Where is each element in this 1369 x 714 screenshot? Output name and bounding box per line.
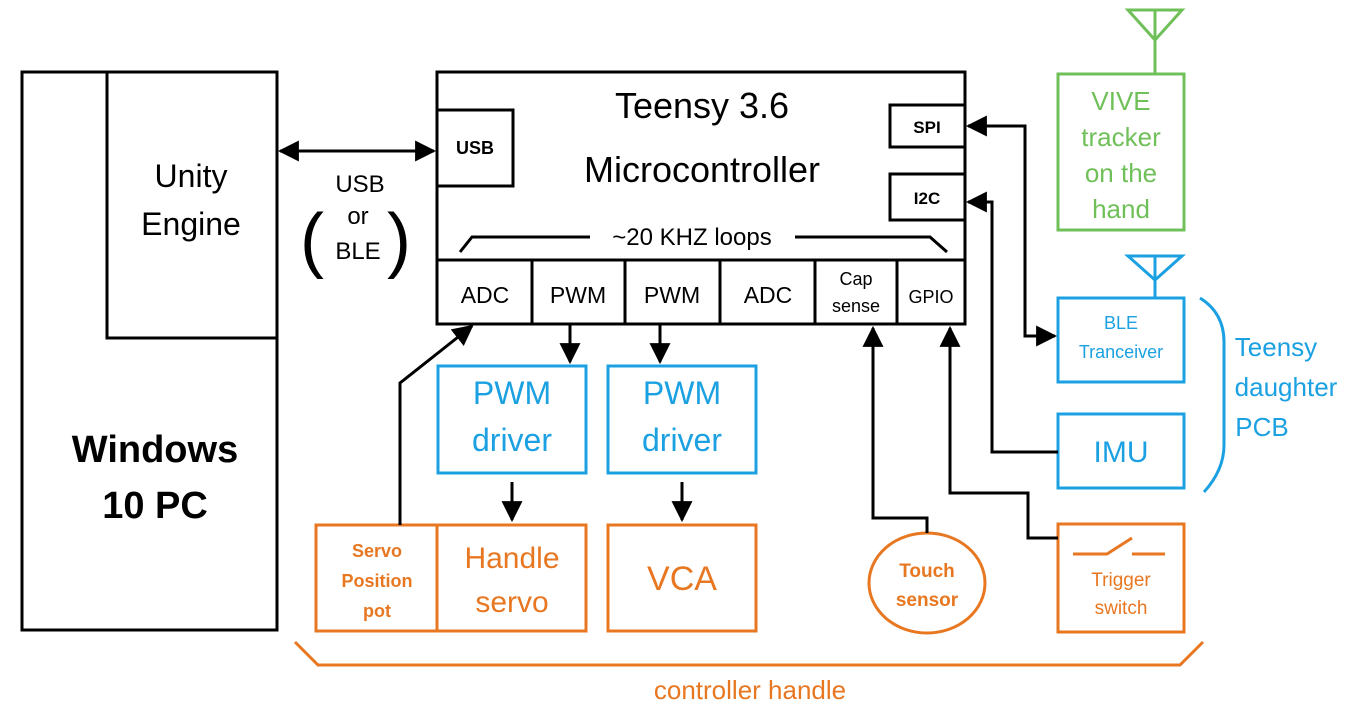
ble-transceiver-block: BLE Tranceiver — [1056, 254, 1186, 384]
vca-block: VCA — [606, 523, 758, 633]
port-pwm-2: PWM — [644, 282, 700, 308]
controller-handle-bracket — [293, 640, 1205, 667]
controller-handle-label: controller handle — [654, 675, 846, 705]
vive-label-2: tracker — [1081, 122, 1161, 152]
pwm-driver-1-label-2: driver — [472, 422, 552, 458]
unity-engine-label-2: Engine — [141, 206, 241, 242]
port-gpio: GPIO — [908, 287, 953, 307]
unity-engine-label-1: Unity — [155, 158, 228, 194]
touch-label-1: Touch — [899, 561, 955, 582]
loops-bracket-right — [795, 235, 948, 254]
pot-label-1: Servo — [352, 541, 402, 561]
port-adc-1: ADC — [461, 282, 510, 308]
pwm-driver-2-label-1: PWM — [643, 375, 721, 411]
vive-tracker-block: VIVE tracker on the hand — [1056, 8, 1186, 232]
daughter-label-1: Teensy — [1235, 332, 1317, 362]
switch-icon — [1073, 536, 1133, 556]
ble-antenna-icon — [1124, 254, 1186, 298]
trigger-label-1: Trigger — [1091, 570, 1151, 591]
mcu-title-2: Microcontroller — [584, 149, 820, 190]
vive-label-1: VIVE — [1091, 86, 1150, 116]
i2c-port — [888, 172, 967, 222]
servo-label-2: servo — [475, 586, 548, 619]
vive-label-3: on the — [1085, 158, 1157, 188]
link-or-label: or — [347, 203, 368, 230]
pwm-driver-1-label-1: PWM — [473, 375, 551, 411]
teensy-mcu-block: Teensy 3.6 Microcontroller USB SPI I2C ~… — [435, 70, 967, 326]
port-cap-label-1: Cap — [839, 269, 872, 289]
imu-label: IMU — [1094, 436, 1149, 469]
vca-label: VCA — [647, 560, 717, 598]
spi-port-label: SPI — [913, 118, 940, 137]
pwm-driver-1: PWM driver — [436, 324, 588, 523]
daughter-pcb-bracket — [1199, 296, 1226, 494]
windows-pc-block: Unity Engine Windows 10 PC — [20, 70, 279, 632]
pc-mcu-link: USB ( or BLE ) — [277, 140, 437, 280]
ble-label-2: Tranceiver — [1079, 342, 1163, 362]
mcu-title-1: Teensy 3.6 — [615, 85, 789, 126]
daughter-label-3: PCB — [1235, 412, 1288, 442]
pwm-driver-2-label-2: driver — [642, 422, 722, 458]
loops-bracket-left — [458, 235, 590, 253]
link-ble-label: BLE — [335, 238, 380, 265]
servo-block: Servo Position pot Handle servo — [314, 523, 588, 633]
right-paren: ) — [387, 200, 411, 280]
spi-port — [888, 103, 967, 149]
pot-label-2: Position — [342, 571, 413, 591]
pwm-driver-2: PWM driver — [606, 324, 758, 523]
touch-sensor-block: Touch sensor — [867, 531, 987, 635]
trigger-label-2: switch — [1095, 598, 1148, 619]
ble-label-1: BLE — [1104, 313, 1138, 333]
link-usb-label: USB — [335, 171, 384, 198]
servo-label-1: Handle — [464, 542, 559, 575]
usb-port-label: USB — [456, 138, 494, 158]
vive-label-4: hand — [1092, 194, 1150, 224]
pot-to-adc-arrow — [398, 324, 474, 525]
imu-to-i2c-arrow — [965, 191, 1058, 454]
pot-label-3: pot — [363, 601, 391, 621]
vive-antenna-icon — [1124, 8, 1186, 74]
loops-label: ~20 KHZ loops — [612, 224, 771, 251]
i2c-port-label: I2C — [914, 189, 940, 208]
touch-label-2: sensor — [896, 590, 959, 611]
touch-to-cap-arrow — [862, 325, 929, 533]
spi-ble-arrow — [965, 115, 1058, 347]
usb-port — [435, 108, 515, 188]
port-cap-label-2: sense — [832, 296, 880, 316]
trigger-switch-block: Trigger switch — [1056, 522, 1186, 634]
windows-pc-label-2: 10 PC — [102, 485, 208, 527]
windows-pc-label-1: Windows — [72, 429, 238, 471]
daughter-label-2: daughter — [1235, 372, 1338, 402]
port-pwm-1: PWM — [550, 282, 606, 308]
left-paren: ( — [300, 200, 324, 280]
trigger-to-gpio-arrow — [939, 325, 1058, 540]
imu-block: IMU — [1056, 412, 1186, 490]
port-adc-2: ADC — [744, 282, 793, 308]
